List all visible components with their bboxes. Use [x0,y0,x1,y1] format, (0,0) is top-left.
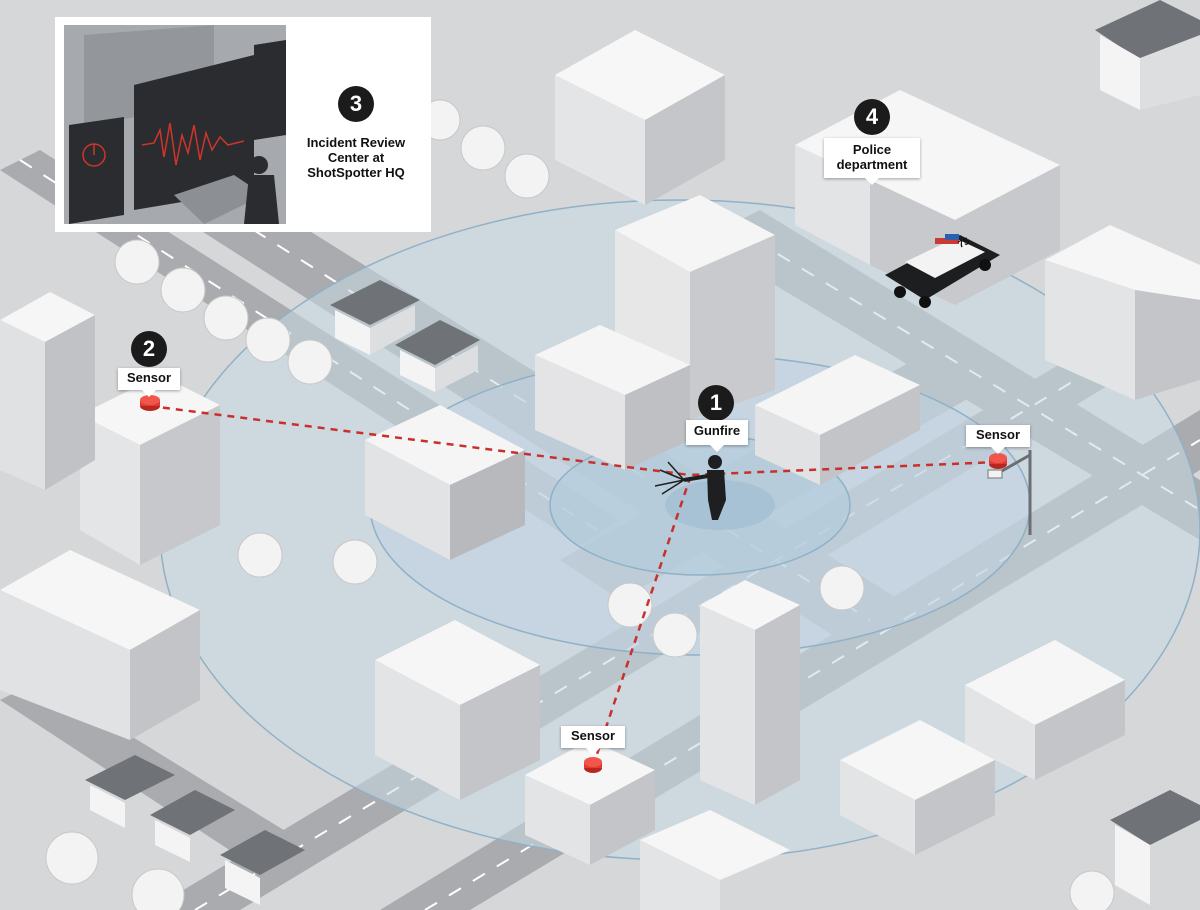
sensor-left-label: Sensor [126,370,172,385]
left-monitor [69,117,124,224]
building-left-tall [0,292,220,565]
sensor-right-label: Sensor [975,427,1021,442]
step-3-badge: 3 [338,86,374,122]
building-cube [365,405,525,560]
gunfire-callout: Gunfire [686,420,748,452]
waveform-graph [141,122,245,166]
sensor-left-device [140,395,160,411]
building-bottom-center [375,580,800,805]
right-monitor [254,40,286,140]
gunfire-label: Gunfire [693,423,741,438]
inset-label-line-3: ShotSpotter HQ [307,165,405,180]
sensor-right-callout: Sensor [966,425,1030,454]
police-car: 75 [885,234,1000,308]
building-left-bottom [0,550,200,740]
keyboard [174,175,264,224]
houses [85,0,1200,905]
inset-label-line-2: Center at [327,150,385,165]
building-right [640,225,1200,910]
trace-lines [149,404,999,767]
muzzle-flash-icon [654,461,685,495]
building-top-center [555,30,725,205]
trees [45,99,1115,910]
police-car-number: 75 [957,236,972,251]
step-1-badge: 1 [698,385,734,421]
building-central-tower [535,195,775,470]
sensor-right-device [989,453,1007,469]
incident-review-inset: 3 Incident Review Center at ShotSpotter … [55,17,431,232]
sensor-bottom-label: Sensor [570,728,616,743]
main-monitor [134,55,254,210]
incident-review-illustration [64,25,286,224]
police-label-line-1: Police [852,142,892,157]
operator-figure [244,175,279,224]
sensors [140,395,1007,773]
shooter-figure [683,455,726,520]
sensor-bottom-callout: Sensor [561,726,625,755]
incident-review-label: Incident Review Center at ShotSpotter HQ [291,135,421,180]
police-label-line-2: department [836,157,908,172]
street-lamp [987,450,1032,535]
sensor-bottom-device [584,757,602,773]
police-callout: Police department [824,138,920,185]
sensor-left-callout: Sensor [118,368,180,397]
step-2-badge: 2 [131,331,167,367]
step-4-badge: 4 [854,99,890,135]
inset-label-line-1: Incident Review [306,135,406,150]
building-low-right [755,355,920,485]
